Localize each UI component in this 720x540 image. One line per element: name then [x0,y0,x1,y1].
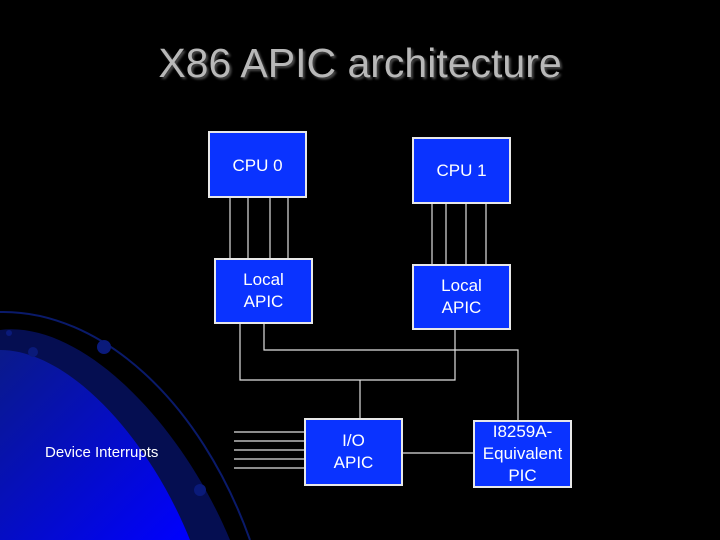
local-apic-1-box: Local APIC [412,264,511,330]
io-apic-label: I/O APIC [333,431,374,472]
pic-label: I8259A- Equivalent PIC [482,422,563,485]
local-apic-1-label: Local APIC [441,276,482,317]
cpu-0-label: CPU 0 [232,156,283,175]
cpu-0-box: CPU 0 [208,131,307,198]
pic-box: I8259A- Equivalent PIC [473,420,572,488]
local-apic-0-label: Local APIC [243,270,284,311]
slide-title: X86 APIC architecture [158,40,562,86]
device-interrupts-label: Device Interrupts [45,444,159,461]
io-apic-box: I/O APIC [304,418,403,486]
cpu-1-box: CPU 1 [412,137,511,204]
cpu-1-label: CPU 1 [436,160,487,180]
local-apic-0-box: Local APIC [214,258,313,324]
